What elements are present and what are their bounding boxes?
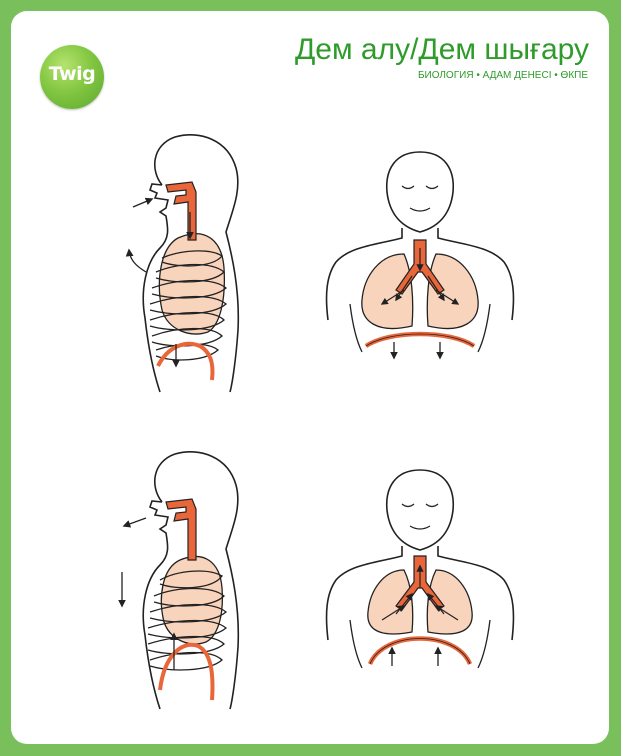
mouth [410, 526, 430, 529]
left-eye [402, 186, 414, 189]
diaphragm [158, 344, 213, 380]
right-eye [426, 186, 438, 189]
diaphragm [366, 334, 474, 346]
left-eye [402, 504, 414, 507]
head [387, 152, 453, 232]
airway [166, 182, 196, 240]
right-lung [427, 254, 478, 328]
exhale-front-panel [327, 470, 514, 668]
inhale-front-panel [327, 152, 514, 358]
inhale-side-panel [129, 135, 238, 392]
ribs-up-arrow [129, 250, 146, 272]
air-out-arrow [124, 518, 146, 526]
exhale-side-panel [122, 452, 238, 709]
airway [166, 499, 196, 560]
right-eye [426, 504, 438, 507]
lung [161, 556, 222, 643]
head [387, 470, 453, 550]
diaphragm [370, 639, 470, 665]
mouth [410, 208, 430, 211]
air-in-arrow [133, 199, 152, 207]
left-lung [362, 254, 413, 328]
